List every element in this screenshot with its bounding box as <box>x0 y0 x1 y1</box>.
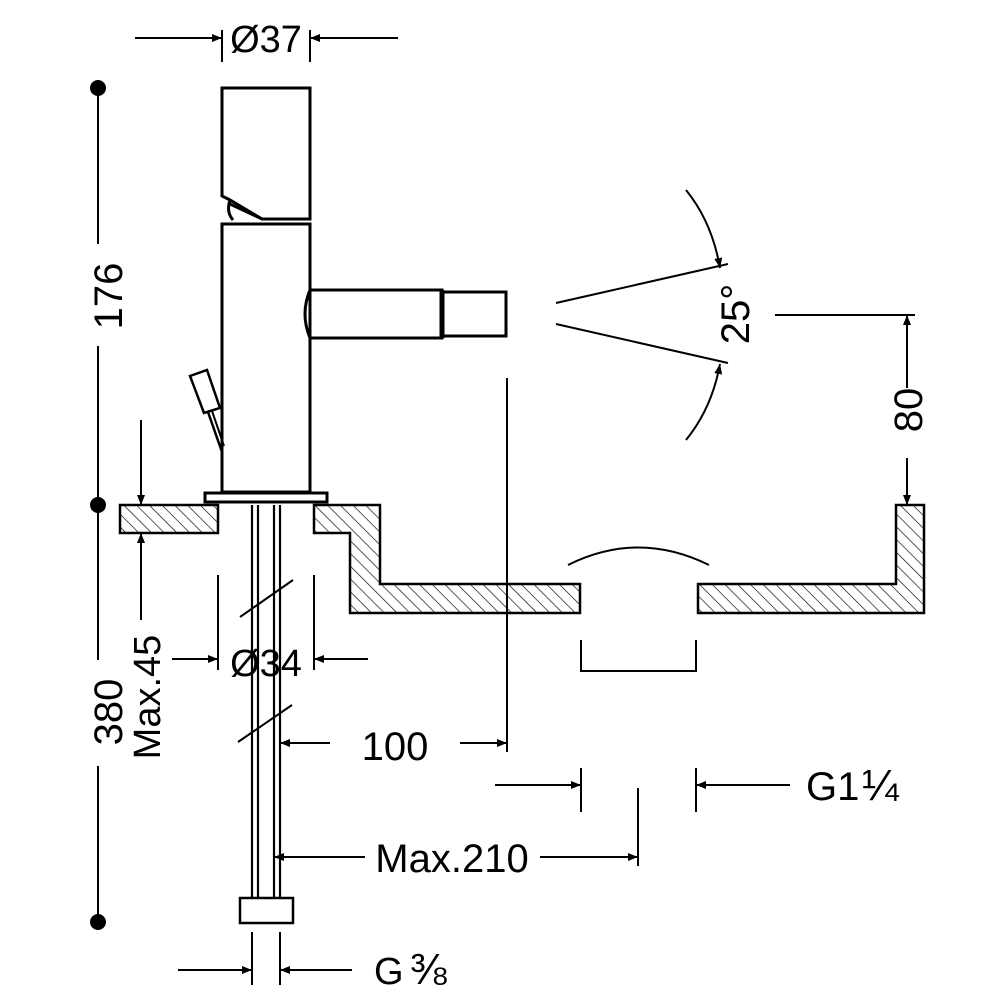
label-drain-thread-group: G1 ¼ <box>806 761 900 810</box>
mixer-body <box>188 86 508 504</box>
drain <box>567 546 710 672</box>
spray-cone <box>555 189 729 441</box>
label-drain-fraction: ¼ <box>862 761 900 810</box>
base-flange <box>203 491 329 504</box>
label-spray-angle: 25° <box>714 284 758 345</box>
aerator <box>441 290 508 338</box>
label-pop-up-reach: Max.210 <box>375 837 528 881</box>
label-spout-height: 80 <box>887 388 931 433</box>
label-bottom-diameter: Ø34 <box>230 643 302 685</box>
supply-nut <box>238 896 295 925</box>
label-top-diameter: Ø37 <box>230 19 302 61</box>
bidet-bowl-left <box>312 503 582 615</box>
bidet-section <box>118 503 926 615</box>
mixer-column <box>220 222 312 494</box>
dimension-labels: Ø37 176 25° 80 Ø34 Max.45 380 100 G1 ¼ M… <box>87 19 931 994</box>
dimension-lines <box>97 30 915 985</box>
label-supply-thread-group: G ⅜ <box>374 945 447 994</box>
lever-joint <box>227 199 235 221</box>
drain-body <box>580 640 697 672</box>
drain-plug <box>567 546 710 566</box>
label-supply-fraction: ⅜ <box>410 945 447 994</box>
label-length-total: 380 <box>87 679 131 746</box>
bidet-bowl-right <box>696 503 926 615</box>
label-drain-thread: G1 <box>806 765 859 809</box>
pop-up-rod <box>188 368 222 415</box>
label-deck-thickness: Max.45 <box>127 635 169 760</box>
label-supply-thread: G <box>374 951 404 993</box>
supply-hoses <box>238 505 295 925</box>
lever-handle <box>220 86 312 221</box>
deck-left <box>118 503 220 535</box>
dimension-dots <box>90 80 106 930</box>
spout <box>303 288 444 340</box>
label-height-total: 176 <box>87 263 131 330</box>
label-spout-reach: 100 <box>362 725 429 769</box>
